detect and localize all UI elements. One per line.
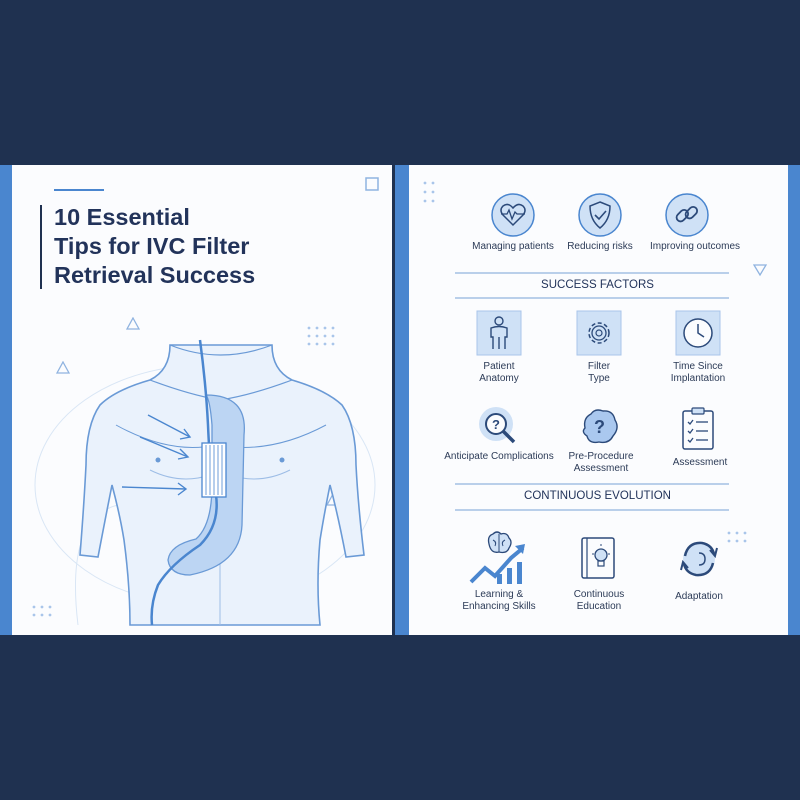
top-label-reducing: Reducing risks bbox=[567, 241, 633, 252]
dot-grid-icon bbox=[32, 605, 52, 617]
svg-text:?: ? bbox=[594, 417, 605, 437]
caption-line: Education bbox=[576, 601, 622, 612]
caption-line: Assessment bbox=[672, 457, 728, 468]
factor-label-2: Filter Type bbox=[559, 361, 639, 385]
section-divider bbox=[455, 509, 729, 511]
square-outline-icon bbox=[365, 177, 379, 191]
caption-line: Enhancing Skills bbox=[462, 601, 536, 612]
evolution-label-1: Learning & Enhancing Skills bbox=[451, 589, 547, 613]
triangle-outline-icon bbox=[126, 317, 140, 330]
svg-text:?: ? bbox=[492, 417, 500, 432]
title-line-2: Tips for IVC Filter bbox=[54, 233, 250, 259]
clock-icon bbox=[675, 310, 721, 361]
dot-grid-icon bbox=[727, 531, 747, 543]
caption-line: Assessment bbox=[573, 463, 629, 474]
factor-label-3: Time Since Implantation bbox=[653, 361, 743, 385]
section-heading-evolution: CONTINUOUS EVOLUTION bbox=[524, 490, 671, 502]
gear-icon bbox=[576, 310, 622, 361]
caption-line: Anticipate Complications bbox=[444, 451, 554, 462]
right-accent-bar bbox=[788, 165, 800, 635]
section-heading-success: SUCCESS FACTORS bbox=[541, 279, 654, 291]
factor-label-5: Pre-Procedure Assessment bbox=[555, 451, 647, 475]
person-icon bbox=[476, 310, 522, 361]
caption-line: Learning & bbox=[474, 589, 524, 600]
shield-check-icon bbox=[577, 192, 623, 243]
link-chain-icon bbox=[664, 192, 710, 243]
dot-grid-icon bbox=[307, 326, 335, 346]
caption-line: Patient bbox=[483, 361, 515, 372]
caption-line: Anatomy bbox=[479, 373, 519, 384]
left-accent-bar bbox=[0, 165, 12, 635]
factor-label-1: Patient Anatomy bbox=[459, 361, 539, 385]
section-divider bbox=[455, 272, 729, 274]
magnifier-question-icon: ? bbox=[476, 404, 522, 455]
factor-label-6: Assessment bbox=[655, 457, 745, 469]
caption-line: Time Since bbox=[673, 361, 723, 372]
triangle-outline-icon bbox=[56, 361, 70, 374]
section-divider bbox=[455, 483, 729, 485]
heart-pulse-icon bbox=[490, 192, 536, 243]
factor-label-4: Anticipate Complications bbox=[439, 451, 559, 463]
caption-line: Pre-Procedure bbox=[568, 451, 634, 462]
title-line-1: 10 Essential bbox=[54, 204, 190, 230]
caption-line: Continuous bbox=[573, 589, 625, 600]
evolution-label-2: Continuous Education bbox=[557, 589, 641, 613]
right-panel-left-accent bbox=[395, 165, 409, 635]
title-underline bbox=[54, 189, 104, 191]
caption-line: Type bbox=[588, 373, 610, 384]
evolution-label-3: Adaptation bbox=[657, 591, 741, 603]
top-label-improving: Improving outcomes bbox=[649, 241, 741, 252]
triangle-outline-icon bbox=[753, 264, 767, 277]
caption-line: Implantation bbox=[670, 373, 726, 384]
left-panel: 10 Essential Tips for IVC Filter Retriev… bbox=[0, 165, 392, 635]
top-label-managing: Managing patients bbox=[472, 241, 554, 252]
title-line-3: Retrieval Success bbox=[54, 262, 256, 288]
book-lightbulb-icon bbox=[579, 535, 619, 586]
cycle-arrows-icon bbox=[676, 536, 722, 587]
clipboard-checklist-icon bbox=[679, 406, 719, 457]
brain-question-icon: ? bbox=[577, 404, 623, 455]
page-title: 10 Essential Tips for IVC Filter Retriev… bbox=[54, 203, 354, 290]
section-divider bbox=[455, 297, 729, 299]
right-panel: Managing patients Reducing risks Improvi… bbox=[395, 165, 800, 635]
caption-line: Filter bbox=[587, 361, 611, 372]
torso-illustration bbox=[34, 339, 376, 626]
caption-line: Adaptation bbox=[675, 591, 723, 602]
title-vertical-bar bbox=[40, 205, 42, 289]
dot-grid-icon bbox=[423, 181, 435, 203]
brain-growth-chart-icon bbox=[467, 528, 531, 593]
